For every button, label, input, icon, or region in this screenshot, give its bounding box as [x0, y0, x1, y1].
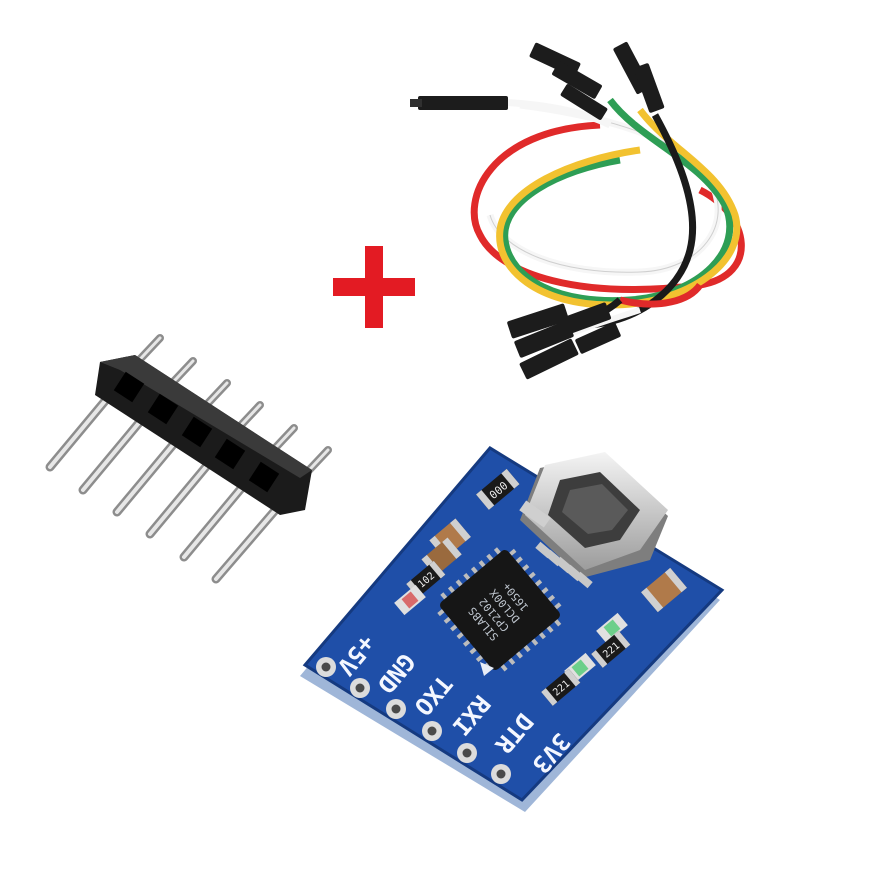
micro-usb-connector [519, 452, 668, 578]
smd-resistor-221-b: 221 [541, 668, 581, 706]
cp2102-board: 000 102 [300, 446, 725, 812]
pin1-marker [480, 662, 494, 676]
wire-white-lead [499, 98, 612, 129]
plus-icon [333, 246, 415, 328]
board-pads [316, 657, 511, 784]
pin-header [45, 334, 332, 584]
wire-red-2 [619, 282, 703, 308]
led-tx [596, 612, 628, 644]
smd-resistor-221-a: 221 [591, 630, 631, 668]
capacitor-3 [641, 567, 687, 613]
pin-header-body [95, 355, 312, 515]
cable-connectors-top [410, 41, 665, 120]
jumper-cable [410, 41, 745, 380]
smd-resistor-000: 000 [476, 468, 520, 510]
wire-white-outline [489, 104, 719, 273]
cp2102-chip: SILABS CP2102 DCL00X 1650+ [437, 547, 562, 672]
wire-red [470, 121, 745, 293]
cable-connectors-bottom [507, 302, 621, 380]
led-power [394, 584, 426, 616]
usb-pads [535, 541, 593, 589]
